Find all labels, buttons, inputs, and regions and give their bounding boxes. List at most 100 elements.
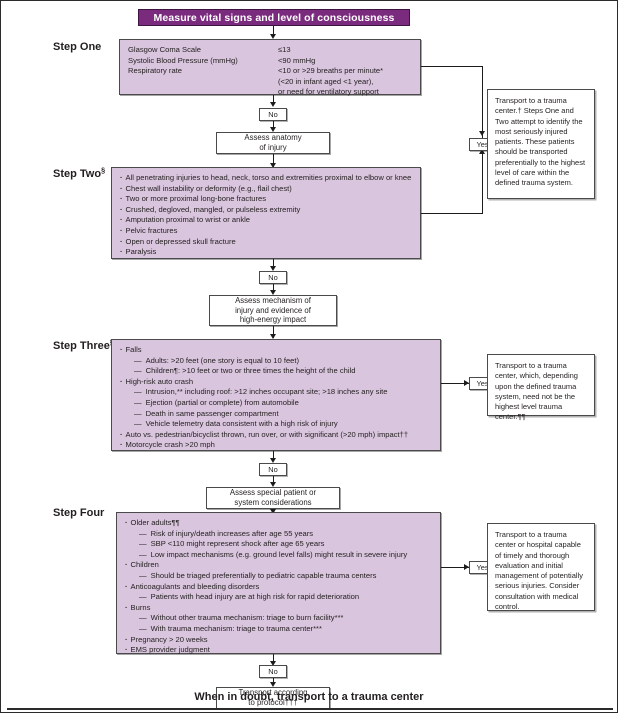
criterion-value: (<20 in infant aged <1 year), <box>278 76 374 86</box>
criteria-item: Crushed, degloved, mangled, or pulseless… <box>120 205 412 216</box>
criteria-item: Pelvic fractures <box>120 226 412 237</box>
criteria-item: High-risk auto crash <box>120 377 432 388</box>
transport-protocol-box: Transport according to protocol††† <box>216 687 330 709</box>
assess-mechanism-box: Assess mechanism of injury and evidence … <box>209 295 337 326</box>
transport-protocol-text: Transport according to protocol††† <box>238 688 307 707</box>
criteria-sub-item: SBP <110 might represent shock after age… <box>125 539 432 550</box>
arrow-step4-yes <box>464 564 469 570</box>
criteria-item: Amputation proximal to wrist or ankle <box>120 215 412 226</box>
connector-step2-right <box>421 213 483 215</box>
arrow-step1-no <box>270 102 276 107</box>
assess-mechanism-line-3: high-energy impact <box>239 315 307 325</box>
criteria-item: Anticoagulants and bleeding disorders <box>125 582 432 593</box>
assess-anatomy-line-1: Assess anatomy <box>244 133 302 143</box>
step-one-label-text: Step One <box>53 41 102 53</box>
no-tag-step-three: No <box>259 463 287 476</box>
step-two-criteria-panel: All penetrating injuries to head, neck, … <box>111 167 421 259</box>
transport-protocol-line-1: Transport according <box>238 688 308 698</box>
criterion-value: ≤13 <box>278 45 291 54</box>
criteria-item: Auto vs. pedestrian/bicyclist thrown, ru… <box>120 430 432 441</box>
step-four-label-text: Step Four <box>53 507 105 519</box>
transport-box-mid: Transport to a trauma center, which, dep… <box>487 354 595 421</box>
criteria-item: Two or more proximal long-bone fractures <box>120 194 412 205</box>
criteria-sub-item: Patients with head injury are at high ri… <box>125 592 432 603</box>
criterion-name: Glasgow Coma Scale <box>128 45 202 54</box>
criteria-sub-item: Intrusion,** including roof: >12 inches … <box>120 387 432 398</box>
transport-box-top: Transport to a trauma center.† Steps One… <box>487 89 595 199</box>
criteria-sub-item: Vehicle telemetry data consistent with a… <box>120 419 432 430</box>
criteria-sub-item: Death in same passenger compartment <box>120 409 432 420</box>
connector-step4-right <box>441 567 469 569</box>
arrow-step3-yes <box>464 380 469 386</box>
criterion-name <box>128 87 278 98</box>
arrow-step4-no <box>270 661 276 666</box>
arrow-mechanism-step3 <box>270 334 276 339</box>
step-three-criteria-panel: FallsAdults: >20 feet (one story is equa… <box>111 339 441 451</box>
arrow-special-step4 <box>270 509 276 514</box>
criteria-sub-item: Ejection (partial or complete) from auto… <box>120 398 432 409</box>
connector-step1-no <box>273 95 275 103</box>
criterion-name: Respiratory rate <box>128 66 183 76</box>
assess-special-box: Assess special patient or system conside… <box>206 487 340 509</box>
criteria-item: EMS provider judgment <box>125 645 432 656</box>
connector-no-special <box>273 476 275 483</box>
arrow-no-anatomy <box>270 127 276 132</box>
criteria-sub-item: Children¶: >10 feet or two or three time… <box>120 366 432 377</box>
criterion-value: or need for ventilatory support <box>278 87 379 97</box>
arrow-no-mechanism <box>270 290 276 295</box>
arrow-step1-yes <box>479 131 485 136</box>
step-three-label-text: Step Three <box>53 340 110 352</box>
criteria-sub-item: Without other trauma mechanism: triage t… <box>125 613 432 624</box>
assess-mechanism-line-2: injury and evidence of <box>235 305 311 315</box>
criteria-sub-item: Should be triaged preferentially to pedi… <box>125 571 432 582</box>
connector-step3-right <box>441 383 469 385</box>
arrow-step3-no <box>270 458 276 463</box>
step-one-label: Step One <box>53 41 101 53</box>
arrow-no-special <box>270 482 276 487</box>
criteria-item: Paralysis <box>120 247 412 258</box>
arrow-step2-no <box>270 266 276 271</box>
criteria-item: Pregnancy > 20 weeks <box>125 635 432 646</box>
step-two-sup: § <box>101 166 106 175</box>
criteria-item: Older adults¶¶ <box>125 518 432 529</box>
connector-banner-step1 <box>273 26 275 35</box>
assess-anatomy-line-2: of injury <box>259 143 287 152</box>
step-two-label: Step Two§ <box>53 166 106 180</box>
arrow-step2-yes <box>479 149 485 154</box>
connector-step1-right <box>421 66 483 68</box>
step-one-criteria-values: ≤13<90 mmHg<10 or >29 breaths per minute… <box>278 45 412 96</box>
transport-box-bottom: Transport to a trauma center or hospital… <box>487 523 595 611</box>
connector-step2-no <box>273 259 275 267</box>
criteria-sub-item: Low impact mechanisms (e.g. ground level… <box>125 550 432 561</box>
connector-step3-no <box>273 451 275 459</box>
no-tag-step-four: No <box>259 665 287 678</box>
criterion-value: <10 or >29 breaths per minute* <box>278 66 384 76</box>
step-four-criteria-panel: Older adults¶¶Risk of injury/death incre… <box>116 512 441 654</box>
criteria-sub-item: Adults: >20 feet (one story is equal to … <box>120 356 432 367</box>
arrow-anatomy-step2 <box>270 163 276 168</box>
criteria-item: Open or depressed skull fracture <box>120 237 412 248</box>
connector-no-protocol <box>273 678 275 684</box>
connector-step2-up <box>482 153 484 214</box>
connector-step1-down <box>482 66 484 139</box>
step-four-label: Step Four <box>53 507 104 519</box>
criteria-item: Falls <box>120 345 432 356</box>
criterion-value: <90 mmHg <box>278 55 316 65</box>
connector-anatomy-step2 <box>273 154 275 167</box>
criteria-item: Chest wall instability or deformity (e.g… <box>120 184 412 195</box>
criterion-name: Systolic Blood Pressure (mmHg) <box>128 55 238 65</box>
criteria-item: Children <box>125 560 432 571</box>
assess-anatomy-text: Assess anatomy of injury <box>244 133 301 152</box>
no-tag-step-two: No <box>259 271 287 284</box>
connector-mechanism-step3 <box>273 326 275 338</box>
arrow-no-protocol <box>270 682 276 687</box>
no-tag-step-one: No <box>259 108 287 121</box>
assess-mechanism-text: Assess mechanism of injury and evidence … <box>235 296 311 325</box>
assess-special-text: Assess special patient or system conside… <box>230 488 316 507</box>
transport-protocol-line-2: to protocol††† <box>248 698 298 707</box>
criteria-item: Motorcycle crash >20 mph <box>120 440 432 451</box>
criteria-sub-item: With trauma mechanism: triage to trauma … <box>125 624 432 635</box>
assess-mechanism-line-1: Assess mechanism of <box>235 296 311 306</box>
